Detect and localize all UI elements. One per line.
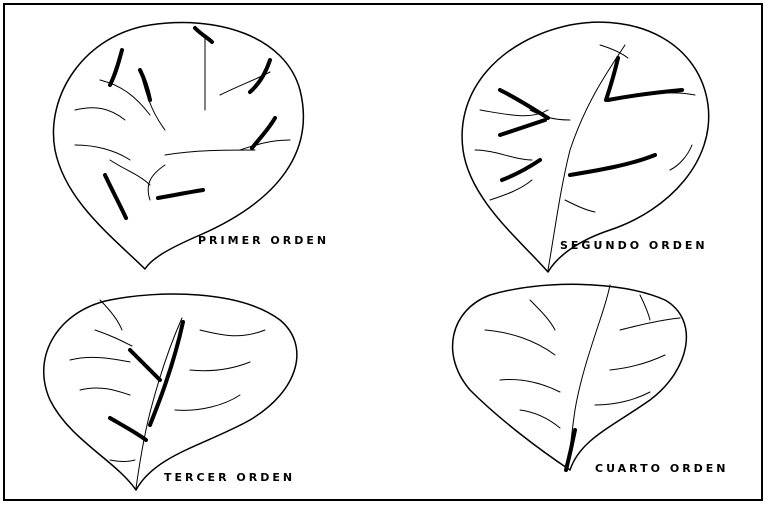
thick-veins: [566, 430, 575, 470]
label-tercer-orden: TERCER ORDEN: [164, 471, 295, 484]
thin-veins: [485, 295, 680, 428]
thick-veins: [105, 28, 275, 218]
thick-veins: [500, 58, 682, 180]
leaf-outline: [453, 284, 687, 470]
leaf-cuarto-orden: [453, 284, 687, 470]
leaf-outline: [462, 22, 709, 272]
thin-veins: [475, 45, 695, 212]
label-primer-orden: PRIMER ORDEN: [198, 234, 329, 247]
leaf-segundo-orden: [462, 22, 709, 272]
leaf-primer-orden: [53, 23, 303, 269]
label-cuarto-orden: CUARTO ORDEN: [595, 462, 729, 475]
label-segundo-orden: SEGUNDO ORDEN: [560, 239, 708, 252]
leaf-tercer-orden: [44, 294, 297, 490]
thick-veins: [110, 322, 183, 440]
leaf-outline: [44, 294, 297, 490]
